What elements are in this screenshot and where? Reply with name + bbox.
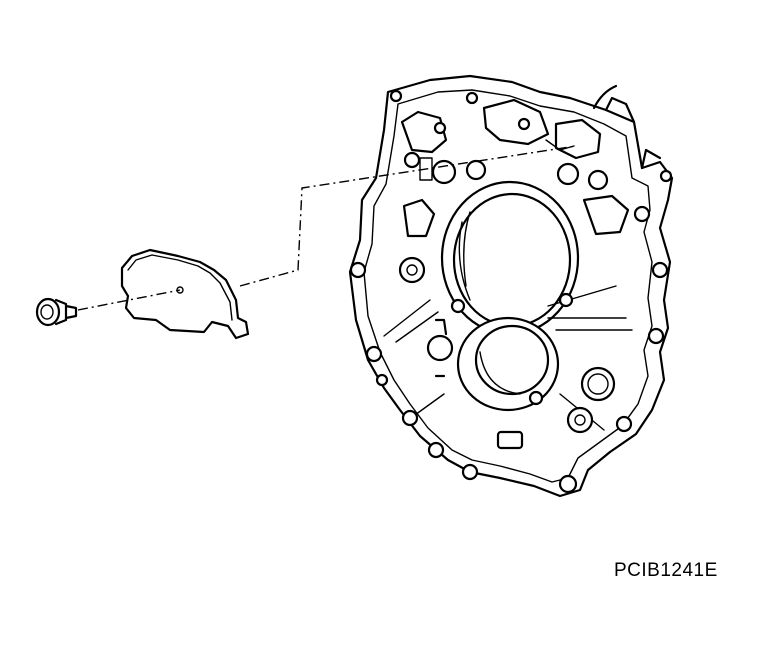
- bolt-icon: [35, 297, 78, 327]
- leader-lines: [77, 145, 577, 311]
- cover-bracket-icon: [120, 248, 250, 340]
- figure-code: PCIB1241E: [614, 560, 718, 581]
- transaxle-housing-icon: [348, 74, 674, 498]
